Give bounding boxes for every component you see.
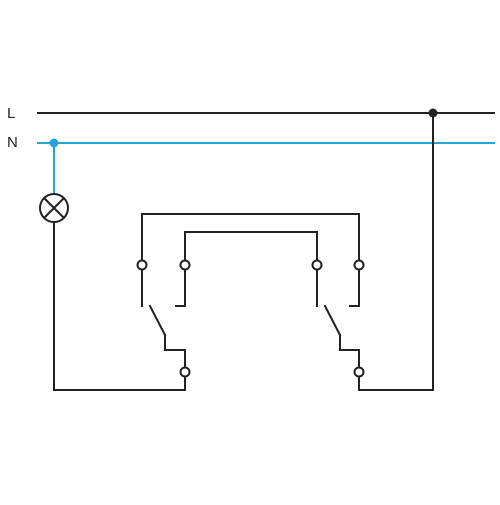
- neutral-label: N: [7, 134, 18, 151]
- lamp-symbol: [40, 194, 68, 222]
- live-drop-wire: [359, 113, 433, 390]
- traveler-outer: [142, 214, 359, 260]
- two-way-switch-left: [138, 261, 190, 377]
- neutral-junction: [50, 139, 59, 148]
- live-label: L: [7, 105, 15, 122]
- live-junction: [429, 109, 438, 118]
- two-way-switch-right: [313, 261, 364, 377]
- traveler-inner: [185, 232, 317, 260]
- lamp-to-switch-wire: [54, 222, 185, 390]
